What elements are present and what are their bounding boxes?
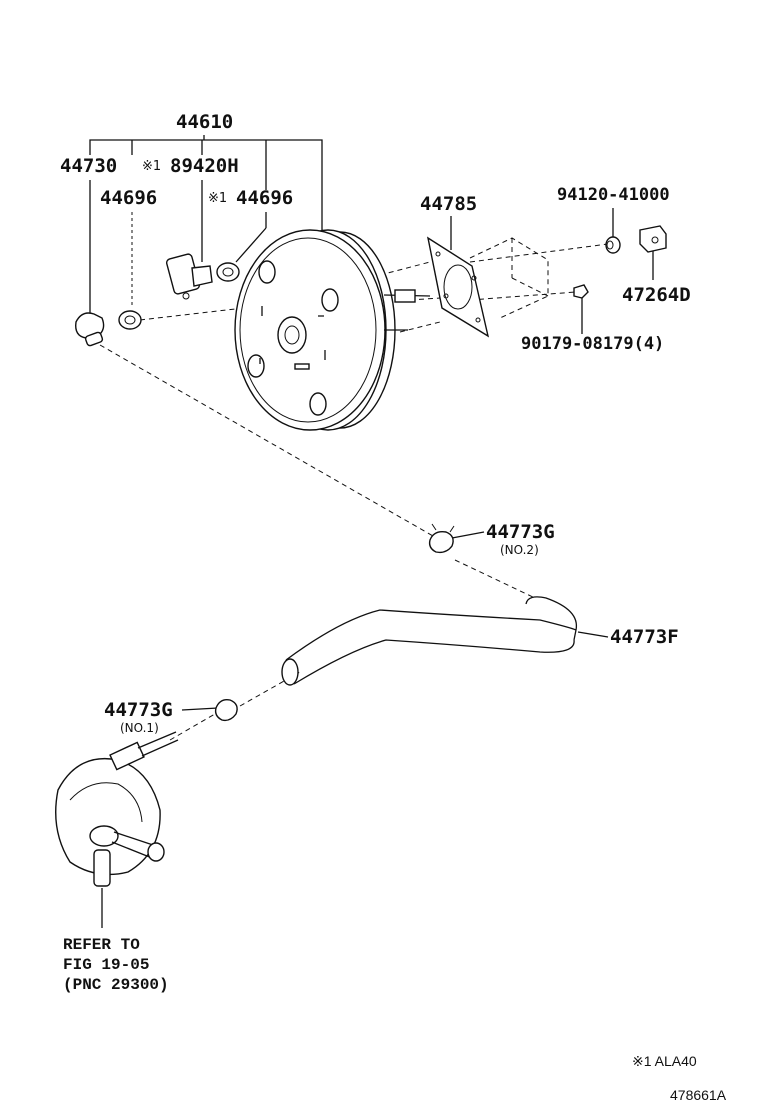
refer-note: REFER TO FIG 19-05 (PNC 29300) (63, 936, 169, 994)
nut-94120-41000 (605, 236, 621, 254)
grommet-44696-lower (118, 310, 142, 330)
label-90179-08179: 90179-08179(4) (521, 334, 664, 354)
diagram-id: 478661A (670, 1087, 727, 1103)
label-44696-lower: 44696 (100, 187, 157, 209)
assembly-bracket-44610 (89, 135, 323, 230)
sublabel-no1: (NO.1) (120, 721, 159, 735)
label-44773g-no1: 44773G (104, 699, 173, 721)
hose-clip-no1 (214, 698, 238, 722)
bracket-47264d (639, 225, 667, 253)
label-89420h: 89420H (170, 155, 239, 177)
label-44610: 44610 (176, 111, 233, 133)
label-44730: 44730 (60, 155, 117, 177)
part-labels: 44610 44730 ※1 89420H 44696 ※1 44696 447… (60, 111, 691, 735)
label-94120-41000: 94120-41000 (557, 185, 670, 205)
applicability-footnote: ※1 ALA40 (632, 1053, 697, 1069)
refer-line-1: REFER TO (63, 936, 140, 954)
label-44785: 44785 (420, 193, 477, 215)
label-44773g-no2: 44773G (486, 521, 555, 543)
mark-ala40-grommet: ※1 (208, 191, 227, 206)
gasket-44785 (426, 236, 549, 338)
leader-lines (89, 180, 654, 928)
sublabel-no2: (NO.2) (500, 543, 539, 557)
refer-line-3: (PNC 29300) (63, 976, 169, 994)
check-valve-44730 (75, 312, 105, 347)
nut-90179-08179 (573, 284, 589, 299)
mark-ala40-sensor: ※1 (142, 159, 161, 174)
vacuum-hose-44773f (281, 596, 578, 686)
label-44696-upper: 44696 (236, 187, 293, 209)
vacuum-sensor-89420h (165, 253, 213, 300)
vacuum-pump (55, 731, 179, 887)
brake-booster (234, 229, 431, 431)
hose-clip-no2 (428, 523, 455, 554)
refer-line-2: FIG 19-05 (63, 956, 149, 974)
grommet-44696-upper (216, 262, 240, 282)
label-44773f: 44773F (610, 626, 679, 648)
label-47264d: 47264D (622, 284, 691, 306)
